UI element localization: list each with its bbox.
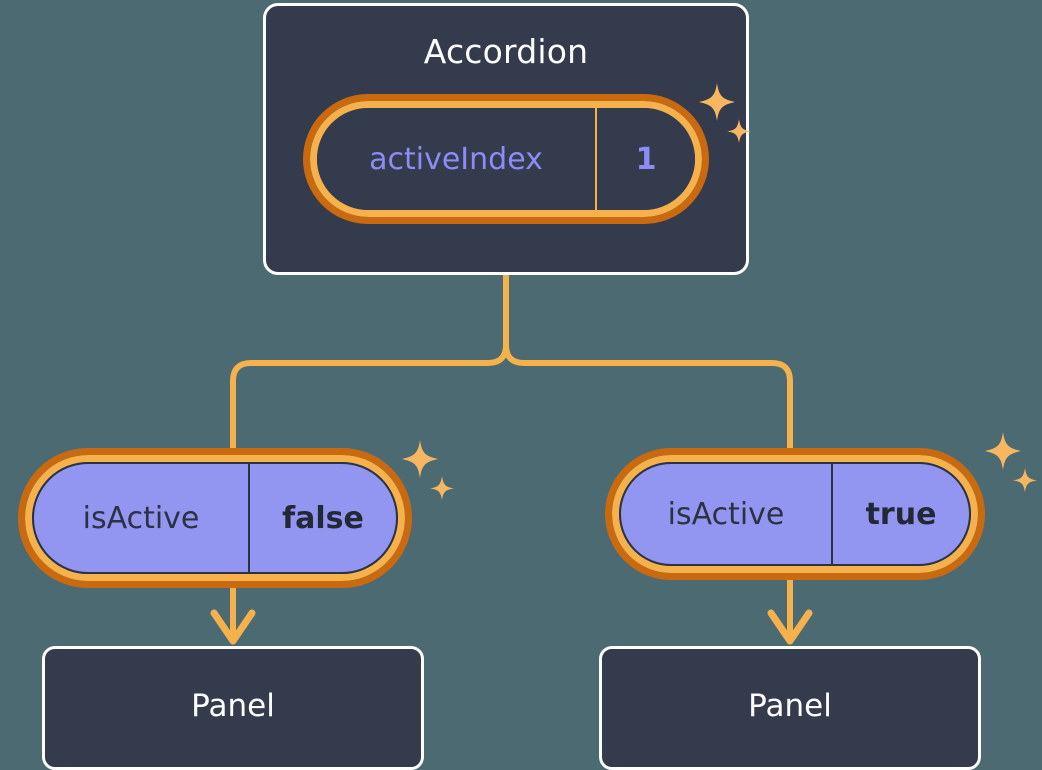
state-pill-highlight-ring [605,448,985,580]
connector-branch-right [503,342,793,455]
state-pill-body: activeIndex 1 [317,108,695,210]
state-pill-value: true [865,496,937,532]
sparkle-four-point-icon [985,432,1021,470]
accordion-card-title: Accordion [423,32,589,71]
state-pill-highlight-ring [18,448,412,588]
arrow-right-pill-to-panel [767,570,813,645]
state-pill-key: isActive [621,464,833,564]
state-pill-key: activeIndex [317,108,597,210]
sparkle-four-point-small-icon [430,476,454,500]
connector-branch-trunk [230,272,509,463]
sparkle-left-pill-group [395,440,457,512]
panel-component-card-right[interactable]: Panel [599,646,981,770]
arrow-left-pill-to-panel [210,578,256,645]
panel-component-card-left[interactable]: Panel [42,646,424,770]
state-pill-is-active-false[interactable]: isActive false [18,448,412,588]
state-pill-active-index[interactable]: activeIndex 1 [303,94,709,224]
state-pill-value: false [282,500,364,536]
panel-card-title: Panel [748,688,832,724]
sparkle-four-point-small-icon [1013,468,1037,492]
state-pill-body: isActive true [619,462,971,566]
state-pill-highlight-ring [303,94,709,224]
state-pill-body: isActive false [32,462,398,574]
sparkle-four-point-icon [402,440,438,478]
state-pill-key: isActive [34,464,250,572]
state-pill-value: 1 [635,141,657,177]
state-pill-is-active-true[interactable]: isActive true [605,448,985,580]
panel-card-title: Panel [191,688,275,724]
sparkle-right-pill-group [978,432,1040,504]
